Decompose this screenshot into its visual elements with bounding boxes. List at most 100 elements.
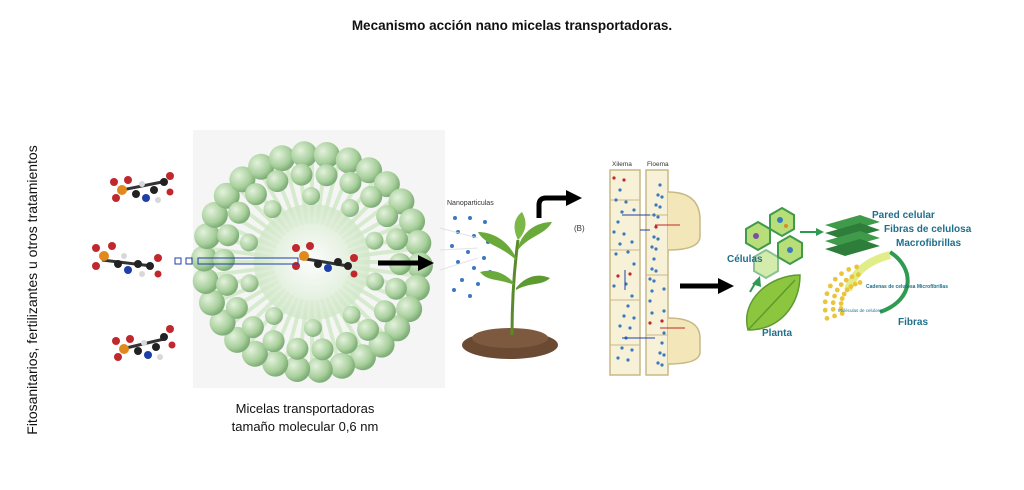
vessel-particle (630, 294, 634, 298)
vessel-particle (656, 215, 660, 219)
lipid-head (194, 223, 221, 250)
vessel-particle (654, 269, 658, 273)
vessel-particle (628, 326, 632, 330)
fiber-dot (827, 283, 833, 289)
lipid-head (209, 309, 236, 336)
lipid-head (264, 306, 283, 325)
vessel-particle (618, 188, 622, 192)
nanoparticle (453, 216, 457, 220)
vessel-particle (658, 351, 662, 355)
cellulose-fibers-label: Fibras de celulosa (884, 224, 972, 235)
nanoparticle (468, 294, 472, 298)
lipid-head (240, 274, 259, 293)
vessel-particle (662, 353, 666, 357)
vessel-particle (632, 262, 636, 266)
vessel-particle (622, 314, 626, 318)
fiber-dot (839, 296, 845, 301)
fiber-dot (844, 287, 850, 293)
lipid-head (388, 188, 415, 215)
lipid-head (284, 355, 311, 382)
vessel-particle (630, 348, 634, 352)
fiber-dot (824, 315, 830, 321)
nanoparticles (450, 216, 492, 298)
fiber-dot (838, 282, 844, 287)
nanoparticle (476, 282, 480, 286)
lipid-head (263, 200, 282, 219)
fiber-dot (830, 306, 836, 312)
lipid-head (262, 330, 285, 353)
lipid-head (349, 344, 376, 371)
lipid-head (224, 326, 251, 353)
cells-label: Células (727, 254, 763, 265)
lipid-head (241, 316, 264, 339)
vessel-particle (616, 274, 620, 278)
fiber-dot (839, 271, 844, 277)
fiber-dot (832, 313, 837, 319)
fiber-dot (857, 280, 863, 285)
lipid-head (213, 248, 236, 271)
fiber-dot (824, 291, 830, 297)
fiber-dot (846, 267, 852, 272)
vessel-particle (612, 284, 616, 288)
fiber-dot (849, 274, 855, 280)
lipid-head (225, 296, 248, 319)
vessel-particle (618, 324, 622, 328)
vessel-particle (624, 200, 628, 204)
fiber-dot (830, 300, 836, 306)
fibers-label: Fibras (898, 317, 928, 328)
lipid-head (239, 233, 258, 252)
fiber-dot (841, 291, 847, 297)
nanoparticle (450, 244, 454, 248)
fiber-dot (832, 293, 837, 299)
fiber-dot (843, 277, 849, 283)
plant-label: Planta (762, 328, 792, 339)
molecule-top (110, 172, 174, 203)
vessel-particle (656, 361, 660, 365)
vessel-particle (616, 356, 620, 360)
micelle-caption-line1: Micelas transportadoras (235, 401, 375, 416)
lipid-head (201, 201, 228, 228)
nanoparticle (482, 256, 486, 260)
diagram-canvas: Nanoparticulas (B) Xilema Floema (92, 130, 972, 388)
vessel-particle (652, 213, 656, 217)
micelle-caption: Micelas transportadoras tamaño molecular… (180, 400, 430, 436)
vessel-particle (656, 193, 660, 197)
lipid-head (341, 199, 360, 218)
lipid-head (286, 337, 309, 360)
diagram-title: Mecanismo acción nano micelas transporta… (351, 18, 673, 33)
vessel-particle (658, 183, 662, 187)
lipid-head (311, 338, 334, 361)
lipid-head (396, 296, 423, 323)
nanoparticle (460, 278, 464, 282)
vessel-particle (620, 346, 624, 350)
vessel-particle (654, 225, 658, 229)
macrofibrils-label: Macrofibrillas (896, 238, 961, 249)
vessel-particle (652, 235, 656, 239)
vessel-particle (660, 319, 664, 323)
lipid-head (339, 171, 362, 194)
vessel-particle (620, 210, 624, 214)
phloem-label: Floema (647, 161, 669, 168)
lipid-head (302, 187, 321, 206)
vessel-particle (662, 309, 666, 313)
vessel-particle (632, 316, 636, 320)
vessel-particle (632, 208, 636, 212)
lipid-head (198, 289, 225, 316)
lipid-head (385, 228, 408, 251)
vessel-particle (630, 240, 634, 244)
fiber-dot (839, 311, 845, 316)
lipid-head (313, 142, 340, 169)
vessel-particle (626, 358, 630, 362)
vessel-particle (612, 176, 616, 180)
micelle-caption-line2: tamaño molecular 0,6 nm (231, 419, 379, 434)
lipid-head (335, 331, 358, 354)
vessel-particle (612, 230, 616, 234)
vessel-particle (626, 250, 630, 254)
nanoparticle (466, 250, 470, 254)
cellulose-molecules-label: Moléculas de celulosa (838, 308, 883, 313)
vessel-particle (650, 311, 654, 315)
vascular-tissue: Xilema Floema (609, 161, 701, 376)
lipid-head (399, 208, 426, 235)
lipid-head (360, 185, 383, 208)
vessel-particle (662, 331, 666, 335)
